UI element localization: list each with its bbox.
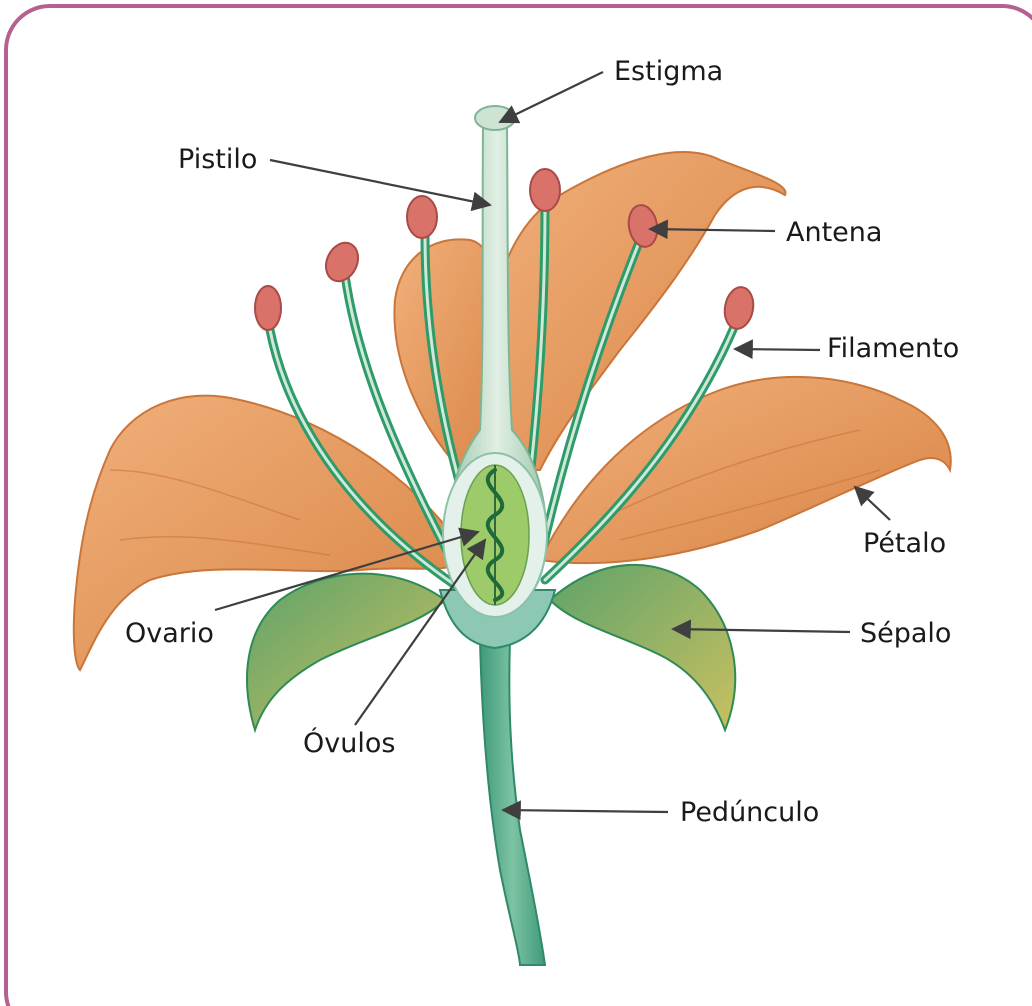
- label-ovulos: Óvulos: [303, 727, 395, 759]
- label-petalo: Pétalo: [863, 528, 946, 559]
- anther: [407, 196, 437, 238]
- label-ovario: Ovario: [125, 618, 214, 649]
- anther: [530, 169, 560, 211]
- label-sepalo: Sépalo: [860, 618, 951, 649]
- label-pistilo: Pistilo: [178, 144, 257, 175]
- label-estigma: Estigma: [614, 56, 723, 87]
- label-filamento: Filamento: [827, 333, 959, 364]
- label-pedunculo: Pedúnculo: [680, 797, 819, 828]
- anther: [255, 286, 281, 330]
- label-antena: Antena: [786, 217, 882, 248]
